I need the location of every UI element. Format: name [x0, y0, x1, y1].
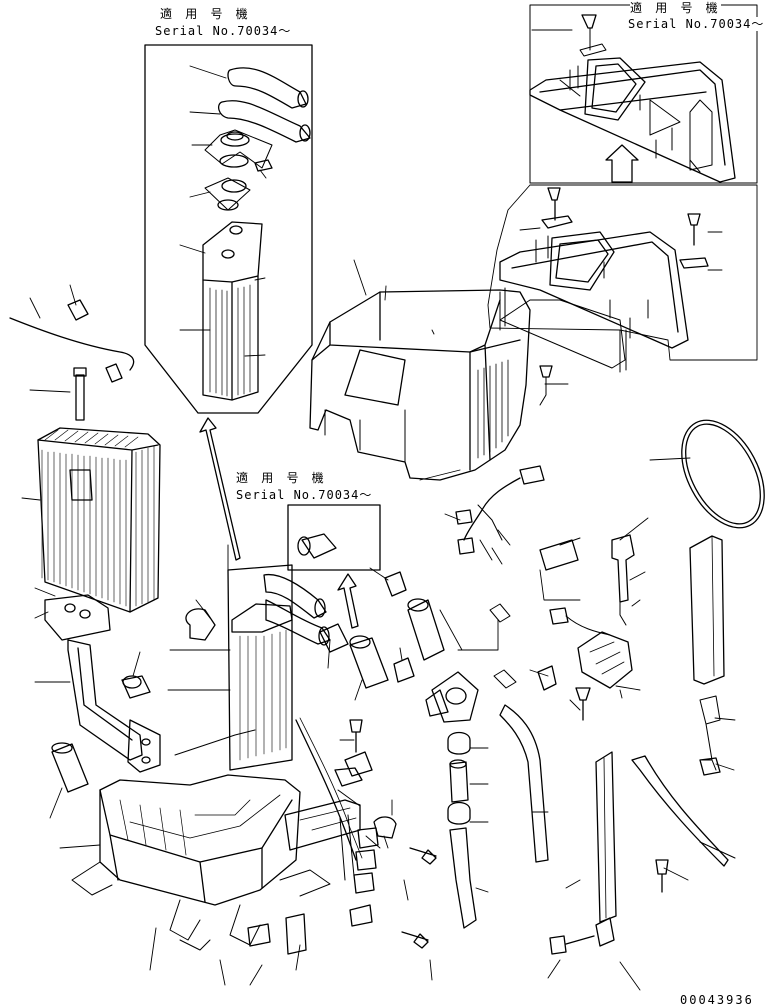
tube [407, 599, 445, 661]
callout-serial-3: Serial No.70034〜 [236, 488, 373, 502]
stay [611, 534, 635, 603]
clip [539, 365, 553, 378]
clip [581, 14, 597, 29]
bracket [285, 913, 307, 955]
callout-heading-1: 適 用 号 機 [160, 7, 251, 21]
o-ring [219, 154, 249, 168]
callout-heading-2: 適 用 号 機 [630, 1, 721, 15]
rod [631, 755, 729, 867]
hose [449, 827, 477, 929]
hose-clamp [185, 608, 216, 641]
callout-serial-2: Serial No.70034〜 [628, 17, 765, 31]
relay-box [577, 631, 633, 689]
bolt [549, 935, 595, 955]
bracket [595, 917, 615, 947]
clip [344, 751, 373, 777]
upper-hose [227, 67, 307, 109]
wiring-harness [455, 465, 545, 565]
heater-core-inset [202, 221, 263, 401]
long-hose [499, 704, 549, 863]
clip [687, 213, 701, 246]
cover-housing [309, 259, 531, 481]
thermostat-switch [457, 537, 633, 721]
tube-joint [319, 623, 349, 653]
arrow-up-short [337, 573, 359, 629]
arrow-up [605, 144, 639, 183]
o-ring [221, 179, 247, 193]
clip [537, 665, 557, 691]
long-panel [689, 535, 725, 685]
lower-hose [217, 100, 311, 143]
receiver-drier [51, 743, 89, 793]
arrow-up-long [199, 417, 241, 561]
seal-ring [649, 419, 765, 529]
rubber-pipe [301, 533, 337, 559]
bolt [409, 847, 437, 865]
drawing-number: 00043936 [680, 993, 754, 1007]
hose-clamp [447, 731, 471, 755]
bolt [401, 931, 429, 949]
hose-clamp [447, 801, 471, 825]
lower-case [59, 774, 331, 951]
clip [547, 187, 561, 221]
inset-heater-core-serial-box [144, 44, 313, 414]
clip [575, 687, 591, 721]
thermistor-wire [9, 284, 135, 383]
heater-core-main [167, 417, 359, 771]
plug [220, 133, 250, 147]
tube [349, 637, 389, 689]
callout-serial-1: Serial No.70034〜 [155, 24, 292, 38]
clip [373, 816, 397, 839]
pipe [449, 761, 469, 803]
center-parts [295, 567, 549, 929]
clip [393, 657, 415, 683]
bracket [349, 904, 373, 927]
callout-heading-3: 適 用 号 機 [236, 471, 327, 485]
expansion-valve-bolt [73, 367, 87, 421]
bracket [353, 827, 379, 894]
right-brackets [547, 517, 736, 991]
duct-bracket-assembly [487, 184, 758, 406]
leader-lines [149, 469, 549, 986]
screw [254, 159, 273, 172]
mounting-frame [174, 719, 437, 955]
pipe-block-assembly [34, 587, 161, 819]
bracket [247, 923, 271, 947]
inset-pipe-serial-box [287, 504, 381, 571]
blower-bolt [349, 719, 363, 753]
filter-cylinder [121, 675, 151, 699]
heater-panel [595, 751, 617, 923]
evaporator [21, 367, 161, 613]
water-valve [431, 671, 479, 723]
clip [384, 571, 407, 597]
inset-duct-serial-box [529, 4, 758, 184]
bolt [655, 859, 669, 893]
